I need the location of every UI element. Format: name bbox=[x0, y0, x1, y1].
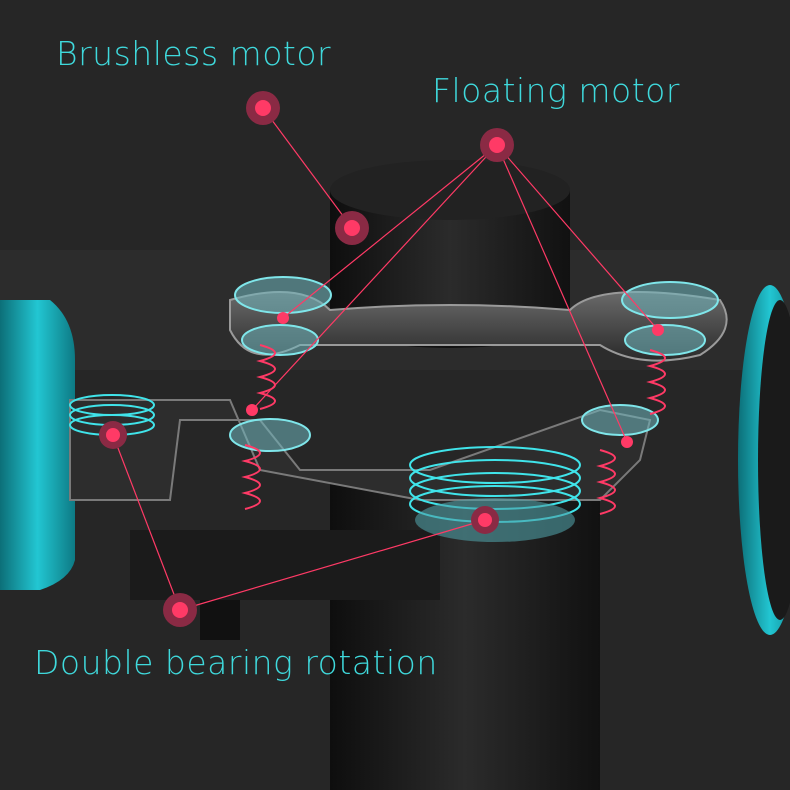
marker-bearing-left bbox=[99, 421, 127, 449]
right-ring-inner bbox=[758, 300, 790, 620]
marker-damper bbox=[621, 436, 633, 448]
dampers bbox=[229, 276, 719, 452]
marker-damper bbox=[652, 324, 664, 336]
marker-motor bbox=[335, 211, 369, 245]
lower-bracket bbox=[69, 399, 652, 501]
base-knob bbox=[200, 600, 240, 640]
label-floating-motor: Floating motor bbox=[432, 71, 680, 110]
base-block bbox=[130, 530, 440, 600]
marker-double-bearing bbox=[163, 593, 197, 627]
marker-damper bbox=[246, 404, 258, 416]
markers bbox=[99, 91, 664, 627]
marker-damper bbox=[277, 312, 289, 324]
leader-lines bbox=[112, 107, 659, 611]
marker-floating bbox=[480, 128, 514, 162]
label-double-bearing-rotation: Double bearing rotation bbox=[34, 643, 438, 682]
marker-bearing-center bbox=[471, 506, 499, 534]
springs bbox=[241, 344, 666, 515]
left-cyan-arm bbox=[0, 300, 75, 590]
motor-top bbox=[330, 160, 570, 220]
marker-brushless bbox=[246, 91, 280, 125]
label-brushless-motor: Brushless motor bbox=[56, 34, 332, 73]
